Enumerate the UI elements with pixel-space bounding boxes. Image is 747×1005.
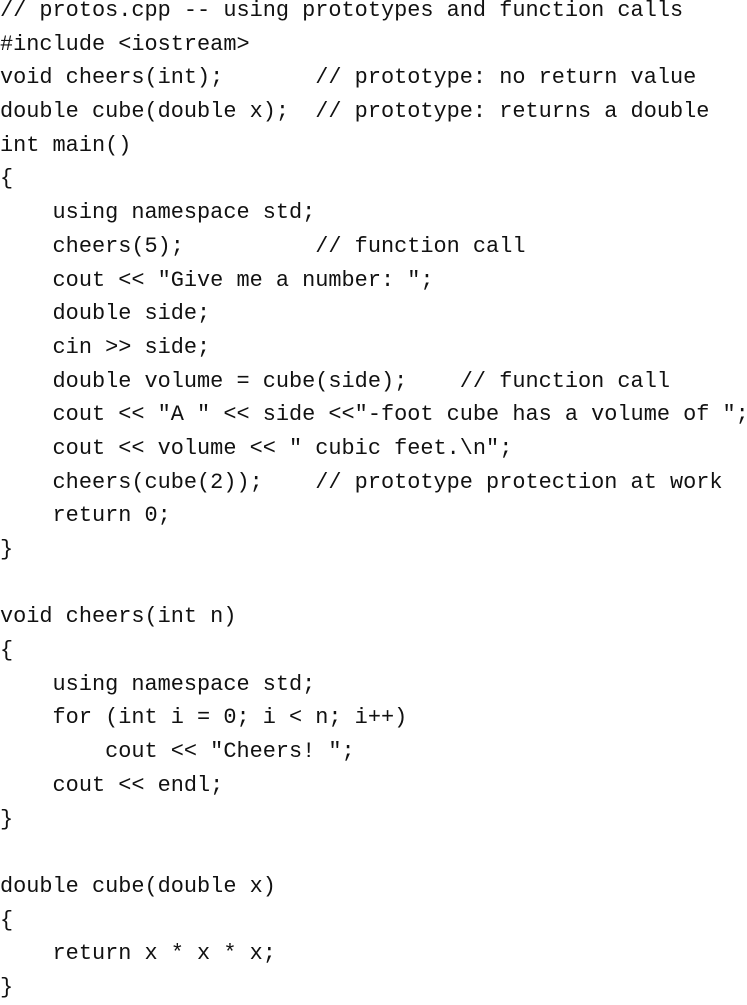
- code-line: return x * x * x;: [0, 941, 276, 967]
- code-line: using namespace std;: [0, 671, 316, 697]
- code-line: [0, 567, 747, 601]
- code-line: void cheers(int); // prototype: no retur…: [0, 65, 697, 91]
- code-line: cout << volume << " cubic feet.\n";: [0, 435, 513, 461]
- code-line: void cheers(int n): [0, 604, 237, 630]
- code-line: cin >> side;: [0, 334, 211, 360]
- code-line: double volume = cube(side); // function …: [0, 368, 670, 394]
- code-line: double cube(double x): [0, 873, 276, 899]
- code-line: cout << endl;: [0, 772, 224, 798]
- code-line: cheers(5); // function call: [0, 233, 526, 259]
- code-line: #include <iostream>: [0, 31, 250, 57]
- code-line: cout << "Give me a number: ";: [0, 267, 434, 293]
- code-line: {: [0, 166, 14, 192]
- code-line: {: [0, 907, 14, 933]
- code-line: cout << "Cheers! ";: [0, 739, 355, 765]
- code-line: double cube(double x); // prototype: ret…: [0, 99, 710, 125]
- code-line: // protos.cpp -- using prototypes and fu…: [0, 0, 684, 23]
- code-line: cheers(cube(2)); // prototype protection…: [0, 469, 723, 495]
- code-line: }: [0, 974, 14, 1000]
- code-line: }: [0, 537, 14, 562]
- code-line: cout << "A " << side <<"-foot cube has a…: [0, 402, 747, 428]
- code-line: for (int i = 0; i < n; i++): [0, 705, 408, 731]
- code-line: [0, 836, 747, 870]
- code-line: int main(): [0, 132, 132, 158]
- code-line: }: [0, 806, 14, 832]
- code-line: using namespace std;: [0, 200, 316, 226]
- code-line: return 0;: [0, 503, 171, 529]
- code-line: double side;: [0, 301, 211, 327]
- code-line: {: [0, 638, 14, 664]
